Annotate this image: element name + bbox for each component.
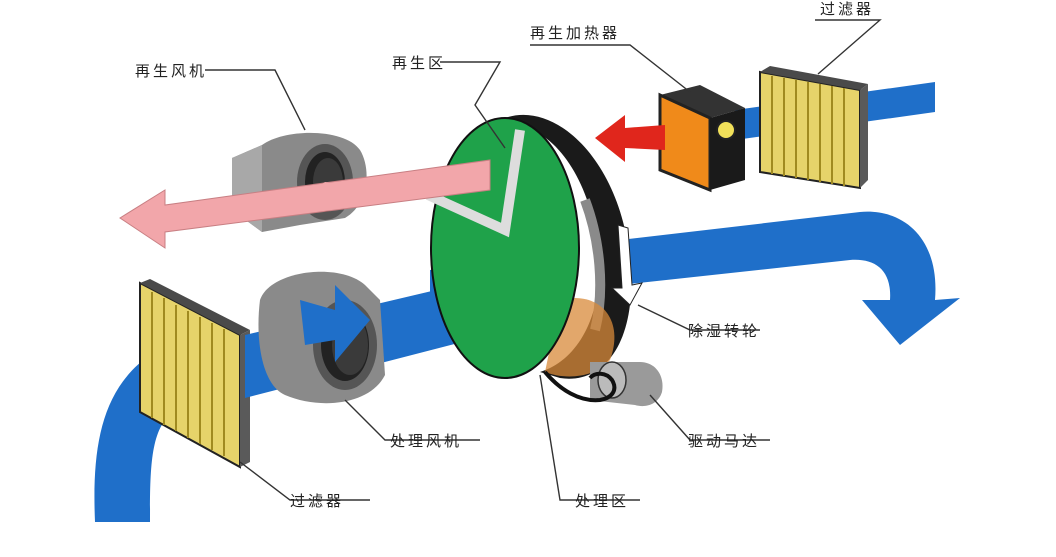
label-regen-zone: 再生区: [392, 54, 446, 72]
regen-exhaust-arrow-head: [305, 182, 350, 205]
leader-regen-zone: [440, 61, 506, 149]
label-drive-motor: 驱动马达: [688, 432, 760, 450]
leader-desiccant-wheel: [637, 304, 760, 331]
label-process-fan: 处理风机: [390, 432, 462, 450]
leader-filter-bottom: [239, 461, 370, 501]
process-air-arrow-1: [300, 285, 370, 362]
leader-regen-heater: [530, 44, 691, 93]
leader-process-fan: [344, 399, 480, 441]
filter-top-icon: [759, 66, 868, 190]
label-desiccant-wheel: 除湿转轮: [688, 322, 760, 340]
label-process-zone: 处理区: [575, 492, 629, 510]
drive-belt: [543, 370, 617, 403]
filter-bottom-icon: [139, 279, 250, 469]
label-filter-bottom: 过滤器: [290, 492, 344, 510]
leader-regen-fan: [205, 69, 306, 131]
label-filter-top: 过滤器: [820, 0, 874, 18]
regen-heated-arrow: [595, 115, 665, 162]
leader-filter-top: [815, 19, 882, 75]
label-regen-heater: 再生加热器: [530, 24, 620, 42]
leader-process-zone: [539, 374, 640, 501]
process-air-outlet-duct: [620, 211, 960, 345]
leader-drive-motor: [649, 394, 770, 441]
heater-icon: [658, 85, 745, 193]
regen-exhaust-arrow: [119, 159, 491, 249]
wheel-icon: [425, 114, 643, 379]
label-regen-fan: 再生风机: [135, 62, 207, 80]
